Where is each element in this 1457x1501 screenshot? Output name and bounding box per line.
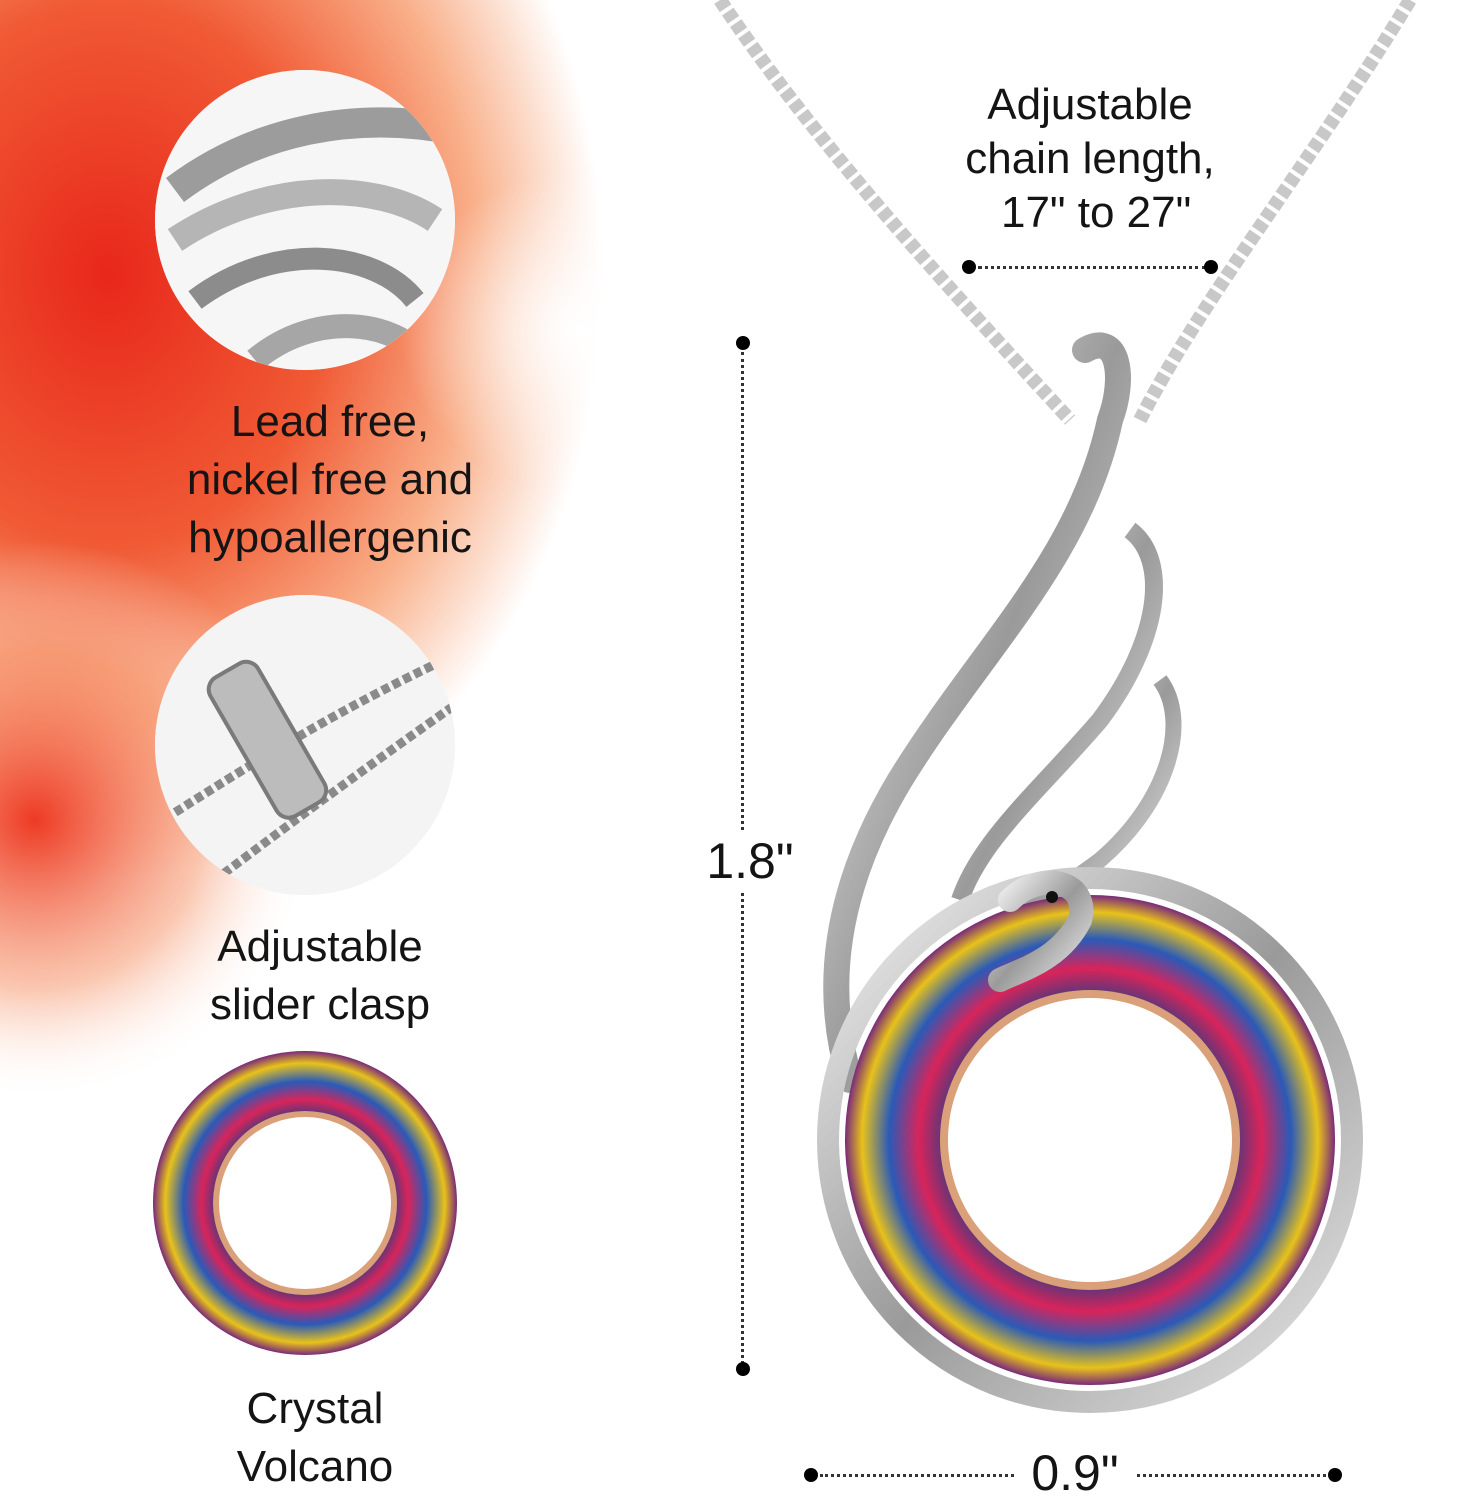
height-label: 1.8" <box>690 832 810 890</box>
width-dim-start-dot <box>804 1468 818 1482</box>
chain-length-label: Adjustable chain length, 17" to 27" <box>965 80 1215 237</box>
chain-dim-line <box>978 266 1206 269</box>
height-dim-bottom-dot <box>736 1362 750 1376</box>
chain-dim-end-dot <box>1204 260 1218 274</box>
crystal-ring-icon <box>150 1048 460 1358</box>
width-label: 0.9" <box>1015 1445 1135 1501</box>
height-dim-top-dot <box>736 336 750 350</box>
feature-label-slider-clasp: Adjustable slider clasp <box>209 922 431 1029</box>
feature-label-crystal: Crystal Volcano <box>236 1384 394 1491</box>
width-dim-end-dot <box>1328 1468 1342 1482</box>
feature-label-lead-free: Lead free, nickel free and hypoallergeni… <box>186 397 474 562</box>
slider-clasp-icon <box>155 595 455 895</box>
pendant-detail-icon <box>155 70 455 370</box>
chain-dim-start-dot <box>962 260 976 274</box>
